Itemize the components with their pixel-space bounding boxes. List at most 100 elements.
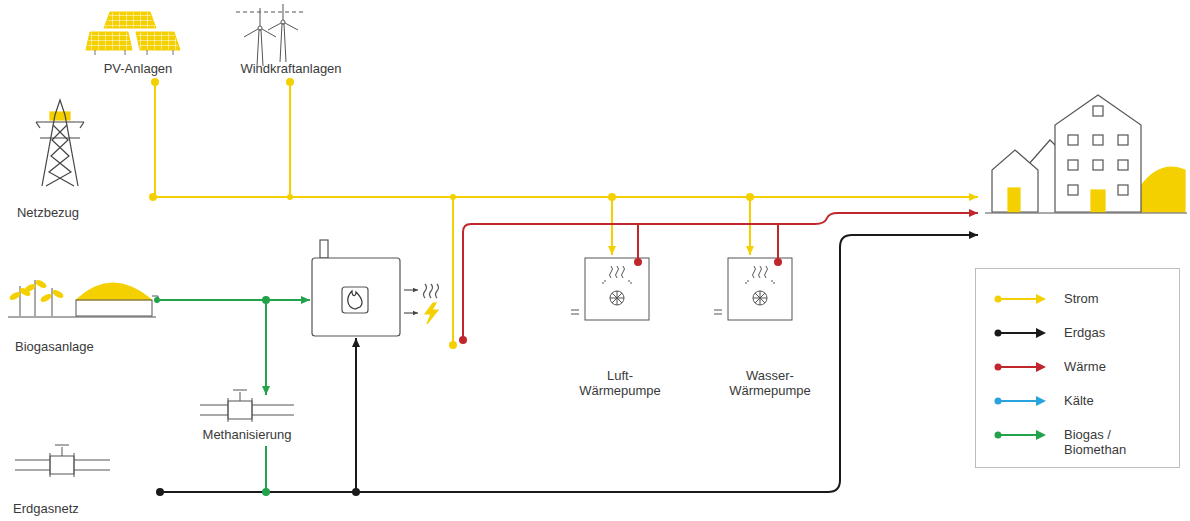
biogas-icon-part (20, 280, 52, 316)
biogas-icon-part (23, 282, 36, 293)
heat-lines-part-part (634, 258, 642, 266)
heat-pump-icon (714, 258, 792, 320)
biogas-icon-part (39, 292, 52, 303)
heat-pump-icon-part (753, 266, 768, 278)
gas-lines-part (156, 488, 360, 496)
power-lines-part (149, 78, 754, 349)
power-lines-part (153, 196, 978, 198)
swatch-line (998, 400, 1038, 402)
biogas-lines-part-part (262, 488, 270, 496)
heat-lines-part-part (774, 258, 782, 266)
power-lines-part (749, 197, 751, 255)
chp-icon-part (404, 289, 418, 290)
buildings-icon-part (992, 150, 1038, 212)
legend-label: Kälte (1064, 393, 1094, 408)
icon-node: Netzbezug (6, 95, 90, 220)
power-lines-part-part (286, 78, 294, 86)
buildings-icon-part (1093, 135, 1103, 145)
node-label: Luft- Wärmepumpe (574, 368, 666, 398)
pylon-icon-part (42, 100, 78, 186)
wind-icon-part (258, 26, 262, 30)
buildings-icon-part (1068, 160, 1078, 170)
node-label: PV-Anlagen (104, 61, 173, 76)
legend-entry: Wärme (976, 359, 1179, 393)
valve-icon (200, 390, 294, 422)
power-lines-part (611, 197, 613, 255)
buildings-icon-part (1118, 185, 1128, 195)
swatch-arrowhead (1036, 362, 1046, 372)
pylon-icon-part (50, 112, 70, 120)
legend-label: Strom (1064, 291, 1099, 306)
legend-entry: Strom (976, 291, 1179, 325)
biogas-icon-part (76, 300, 152, 316)
node-label: Netzbezug (17, 205, 79, 220)
legend-entry: Kälte (976, 393, 1179, 427)
legend-entry: Erdgas (976, 325, 1179, 359)
pv-icon-part (136, 32, 180, 50)
chp-icon-part (425, 303, 438, 324)
buildings-icon-part (1008, 188, 1020, 212)
power-lines (149, 78, 978, 349)
biogas-icon-part (8, 317, 156, 318)
power-lines-part-part (287, 194, 293, 200)
heat-pump-icon-part (610, 291, 624, 305)
power-lines-part-part (450, 194, 456, 200)
pylon-icon (36, 100, 84, 186)
buildings-icon-part (1118, 135, 1128, 145)
buildings-icon-part (1091, 190, 1105, 212)
wind-icon-part (280, 24, 286, 62)
gas-lines-part-part (352, 488, 360, 496)
power-lines-part-part (746, 193, 754, 201)
gas-lines-part-part (156, 488, 164, 496)
buildings-icon-part (985, 212, 1187, 213)
heat-pump-icon (571, 258, 649, 320)
valve-icon-part (200, 405, 294, 415)
wind-icon (236, 4, 304, 66)
swatch-line (998, 298, 1038, 300)
power-lines-part-part (149, 193, 157, 201)
valve-icon-part (228, 401, 252, 419)
chp-icon-part (348, 291, 362, 309)
chp-icon-part (342, 287, 368, 313)
heat-pump-icon-part (746, 281, 774, 284)
heat-pump-icon-part (753, 291, 767, 305)
chp-icon-part (404, 312, 418, 313)
legend-box: StromErdgasWärmeKälteBiogas / Biomethan (975, 268, 1180, 468)
pylon-icon-part (36, 122, 84, 138)
heat-pump-icon-part (610, 291, 624, 305)
gas-lines-part (355, 338, 357, 492)
gas-lines (156, 235, 978, 496)
swatch-arrowhead (1036, 328, 1046, 338)
node-label: Wasser- Wärmepumpe (724, 368, 816, 398)
gas-lines-part (160, 235, 978, 492)
heat-lines-part (638, 224, 778, 262)
swatch-line (998, 332, 1038, 334)
biogas-icon (8, 278, 160, 317)
legend-label: Wärme (1064, 359, 1106, 374)
legend-label: Biogas / Biomethan (1064, 427, 1160, 457)
icon-node: Wasser- Wärmepumpe (710, 255, 830, 398)
heat-pump-icon-part (753, 291, 767, 305)
heat-lines (459, 213, 978, 344)
node-label: Windkraftanlagen (240, 61, 341, 76)
biogas-icon-part (154, 297, 160, 303)
wind-icon-part (281, 20, 285, 24)
buildings-icon-part (1118, 160, 1128, 170)
legend-swatch (994, 429, 1048, 441)
swatch-arrowhead (1036, 396, 1046, 406)
buildings-icon-part (1055, 95, 1141, 212)
power-lines-part-part (608, 193, 616, 201)
gas-grid-icon-part (50, 445, 74, 477)
chp-icon (312, 240, 439, 336)
wind-icon-part (268, 4, 298, 30)
biogas-icon-part (76, 283, 152, 300)
buildings-icon (985, 95, 1187, 213)
buildings-icon-part (1068, 135, 1078, 145)
biogas-icon-part (34, 278, 47, 289)
pv-icon (86, 12, 180, 55)
legend-swatch (994, 327, 1048, 339)
biogas-lines-part (265, 446, 267, 492)
swatch-arrowhead (1036, 294, 1046, 304)
biogas-connector (160, 300, 266, 395)
